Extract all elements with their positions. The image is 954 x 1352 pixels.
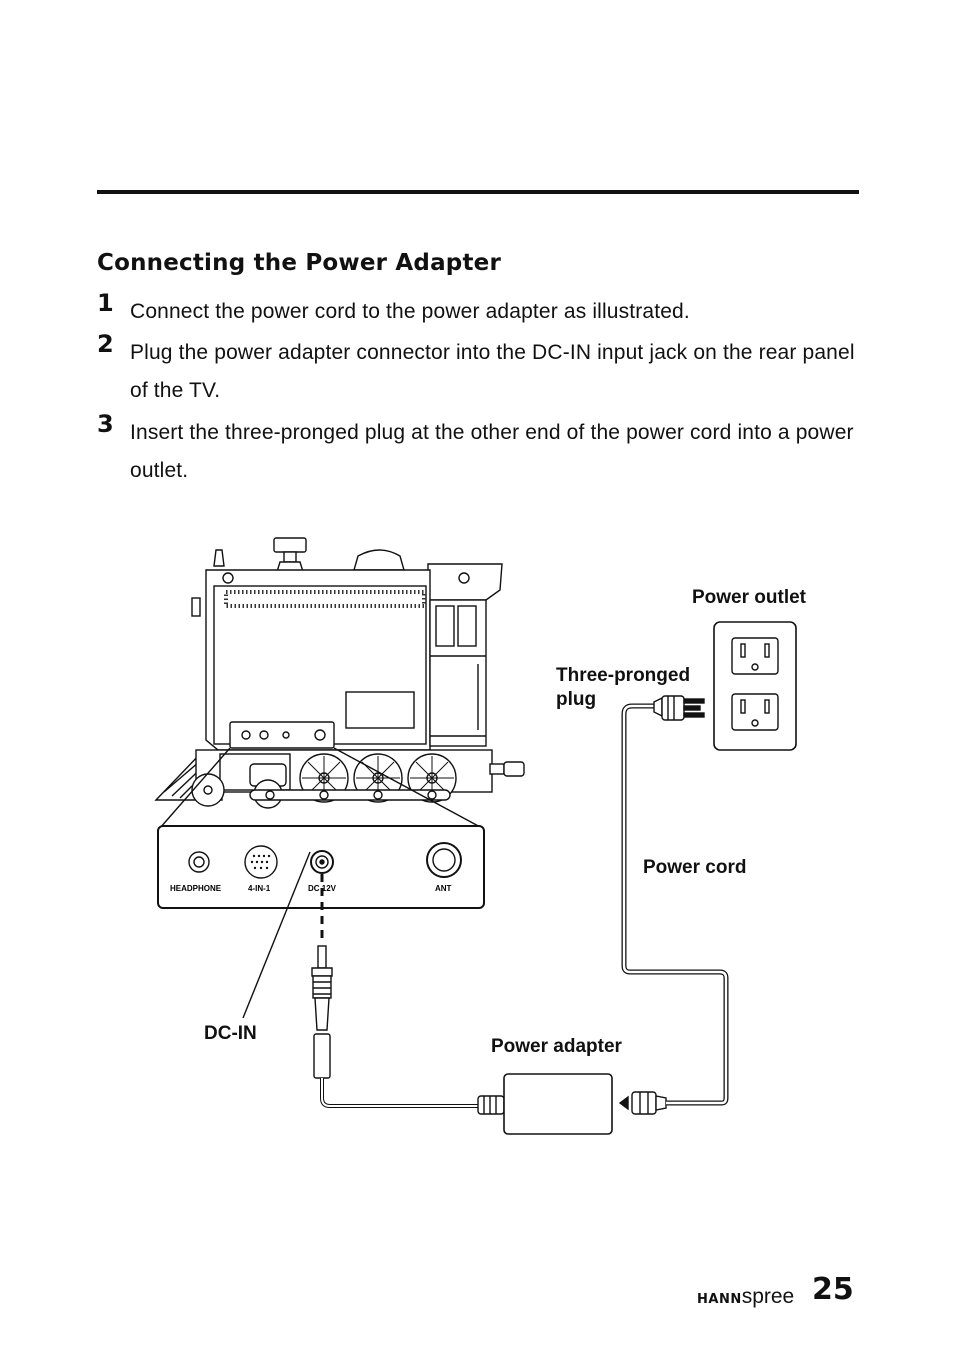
iec-connector-icon <box>631 1091 667 1115</box>
three-pronged-plug-icon <box>653 695 705 721</box>
arrow-left-icon <box>618 1095 629 1111</box>
page-number: 25 <box>812 1272 854 1307</box>
train-tv-illustration <box>154 537 525 829</box>
step-2: 2 Plug the power adapter connector into … <box>97 330 867 410</box>
dc-in-jack-icon <box>310 850 334 874</box>
dc-cable <box>320 1078 480 1108</box>
headphone-jack-icon <box>188 851 210 873</box>
step-number: 1 <box>97 289 114 317</box>
step-number: 3 <box>97 410 114 438</box>
4-in-1-port-label: 4-IN-1 <box>248 884 271 893</box>
step-text: Plug the power adapter connector into th… <box>130 341 855 402</box>
step-number: 2 <box>97 330 114 358</box>
dc-in-label: DC-IN <box>204 1023 257 1044</box>
step-text: Insert the three-pronged plug at the oth… <box>130 421 854 482</box>
brand-logo: HANNspree <box>697 1285 794 1309</box>
step-1: 1 Connect the power cord to the power ad… <box>97 289 867 331</box>
rear-panel-callout <box>157 825 485 909</box>
power-outlet-icon <box>713 621 797 751</box>
antenna-port-icon <box>426 842 462 878</box>
power-cord <box>621 703 729 1106</box>
power-cord-label: Power cord <box>643 857 747 878</box>
brand-bold: HANN <box>697 1292 742 1307</box>
three-pronged-plug-label: Three-pronged plug <box>556 665 691 710</box>
section-title: Connecting the Power Adapter <box>97 250 502 276</box>
headphone-port-label: HEADPHONE <box>170 884 222 893</box>
header-rule <box>97 190 859 194</box>
power-adapter-label: Power adapter <box>491 1036 622 1057</box>
4-in-1-port-icon <box>244 845 278 879</box>
dc-plug-icon <box>311 945 333 1079</box>
ant-port-label: ANT <box>435 884 452 893</box>
dc-port-label: DC 12V <box>308 884 337 893</box>
dc-in-pointer <box>242 851 311 1019</box>
power-adapter-brick <box>503 1073 613 1135</box>
brand-light: spree <box>741 1285 795 1308</box>
cable-strain-relief <box>477 1095 505 1115</box>
step-text: Connect the power cord to the power adap… <box>130 300 690 323</box>
power-outlet-label: Power outlet <box>692 587 807 608</box>
step-3: 3 Insert the three-pronged plug at the o… <box>97 410 867 490</box>
